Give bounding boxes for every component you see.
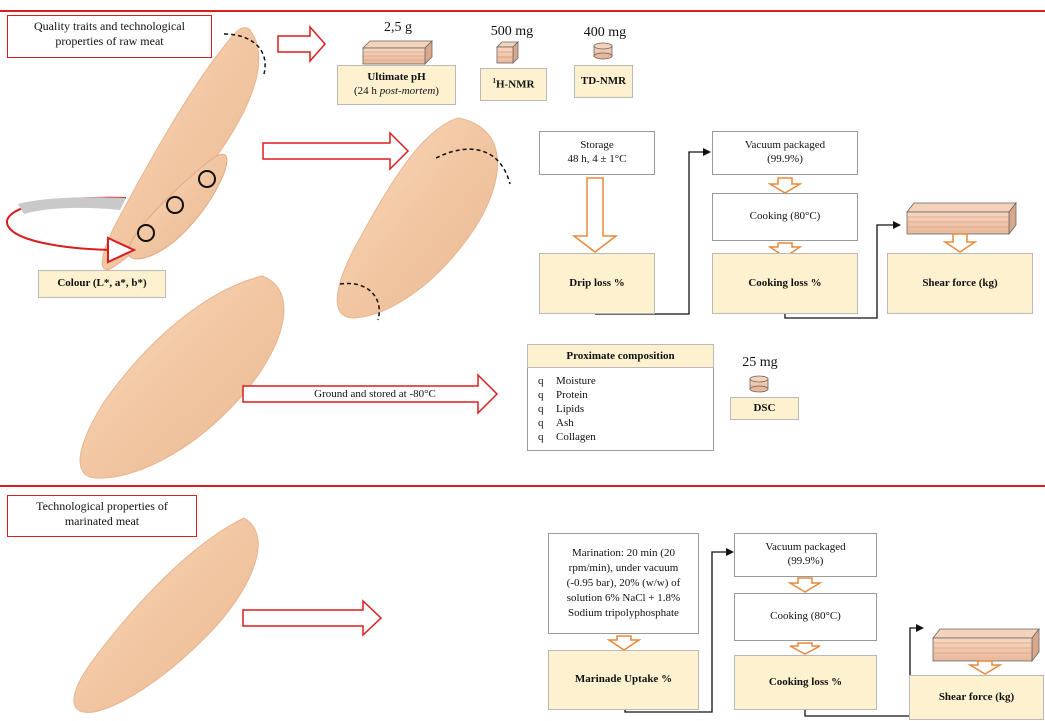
raw-fillet-ground xyxy=(79,275,285,479)
ultimate-ph-sub: (24 h post-mortem) xyxy=(354,85,439,97)
colour-point-2 xyxy=(166,196,184,214)
tdnmr-label: TD-NMR xyxy=(580,74,627,87)
arrow-to-samples xyxy=(277,25,327,63)
drip-loss-label: Drip loss % xyxy=(569,276,625,289)
orange-arrow-cooking-loss xyxy=(767,242,803,258)
vacuum-mar-line-2: (99.9%) xyxy=(787,555,824,567)
vacuum-line-1: Vacuum packaged xyxy=(744,139,826,152)
cooking-box-raw: Cooking (80°C) xyxy=(712,193,858,241)
dsc-box: DSC xyxy=(730,397,799,420)
hnmr-box: 1H-NMR xyxy=(480,68,547,101)
arrow-to-middle-fillet xyxy=(262,131,410,171)
ph-sample-block xyxy=(362,40,433,65)
orange-arrow-shear-mar xyxy=(967,660,1003,675)
shear-force-box-marinated: Shear force (kg) xyxy=(909,675,1044,720)
vacuum-mar-line-1: Vacuum packaged xyxy=(765,541,846,554)
colour-box: Colour (L*, a*, b*) xyxy=(38,270,166,298)
marinade-uptake-label: Marinade Uptake % xyxy=(574,673,673,686)
hnmr-sample-block xyxy=(496,41,519,64)
section-label-marinated: Technological properties of marinated me… xyxy=(7,495,197,537)
connector-cooking-loss-to-shear xyxy=(784,224,893,319)
raw-fillet-middle xyxy=(336,117,498,319)
vacuum-box-raw: Vacuum packaged (99.9%) xyxy=(712,131,858,175)
vacuum-box-marinated: Vacuum packaged (99.9%) xyxy=(734,533,877,577)
arrow-ground xyxy=(242,373,499,415)
vacuum-line-2: (99.9%) xyxy=(767,153,803,165)
orange-arrow-cooking-loss-mar xyxy=(789,642,821,655)
cut-mark-top xyxy=(223,33,266,75)
marinade-uptake-box: Marinade Uptake % xyxy=(548,650,699,710)
hnmr-sample-mass: 500 mg xyxy=(490,24,534,39)
cooking-box-marinated: Cooking (80°C) xyxy=(734,593,877,641)
storage-box: Storage 48 h, 4 ± 1°C xyxy=(539,131,655,175)
cut-mark-mid-bottom xyxy=(339,282,380,321)
orange-arrow-shear-raw xyxy=(942,233,978,253)
orange-arrow-vacuum-cooking-mar xyxy=(787,577,823,593)
shear-sample-block-marinated xyxy=(932,627,1040,663)
orange-arrow-storage-drip xyxy=(571,177,619,253)
storage-line-1: Storage xyxy=(580,139,614,152)
raw-fillet-top xyxy=(101,27,260,270)
cooking-mar-label: Cooking (80°C) xyxy=(770,610,841,623)
drip-loss-box: Drip loss % xyxy=(539,253,655,314)
cooking-loss-box-raw: Cooking loss % xyxy=(712,253,858,314)
cooking-loss-box-marinated: Cooking loss % xyxy=(734,655,877,710)
cut-mark-mid-top xyxy=(435,148,511,185)
dsc-sample-cylinder xyxy=(749,375,769,393)
colour-point-3 xyxy=(137,224,155,242)
dsc-label: DSC xyxy=(753,401,776,414)
marination-box: Marination: 20 min (20 rpm/min), under v… xyxy=(548,533,699,634)
connector-uptake-to-vacuum xyxy=(624,551,726,713)
storage-line-2: 48 h, 4 ± 1°C xyxy=(567,153,627,165)
cooking-loss-label: Cooking loss % xyxy=(748,276,822,289)
tdnmr-sample-mass: 400 mg xyxy=(583,25,627,40)
arrow-marinated xyxy=(242,599,383,637)
ultimate-ph-box: Ultimate pH (24 h post-mortem) xyxy=(337,65,456,105)
tdnmr-box: TD-NMR xyxy=(574,65,633,98)
marination-text: Marination: 20 min (20 rpm/min), under v… xyxy=(566,547,681,619)
ph-sample-mass: 2,5 g xyxy=(384,20,412,35)
shear-force-label: Shear force (kg) xyxy=(922,276,998,289)
colour-label: Colour (L*, a*, b*) xyxy=(57,277,147,290)
ultimate-ph-label: Ultimate pH xyxy=(367,71,426,84)
proximate-title: Proximate composition xyxy=(527,344,714,368)
shear-force-box-raw: Shear force (kg) xyxy=(887,253,1033,314)
dsc-sample-mass: 25 mg xyxy=(742,355,778,370)
shear-sample-block-raw xyxy=(906,201,1017,236)
marinated-fillet xyxy=(73,517,259,713)
hnmr-label: 1H-NMR xyxy=(492,76,535,91)
section-label-raw: Quality traits and technological propert… xyxy=(7,15,212,58)
colour-point-1 xyxy=(198,170,216,188)
tdnmr-sample-cylinder xyxy=(593,42,613,60)
orange-arrow-vacuum-cooking xyxy=(767,177,803,194)
shear-force-mar-label: Shear force (kg) xyxy=(938,690,1015,703)
cooking-label: Cooking (80°C) xyxy=(749,210,821,223)
ground-label: Ground and stored at -80°C xyxy=(314,388,436,400)
connector-drip-to-vacuum xyxy=(595,151,703,315)
cooking-loss-mar-label: Cooking loss % xyxy=(768,675,843,688)
orange-arrow-marination-uptake xyxy=(606,635,642,651)
